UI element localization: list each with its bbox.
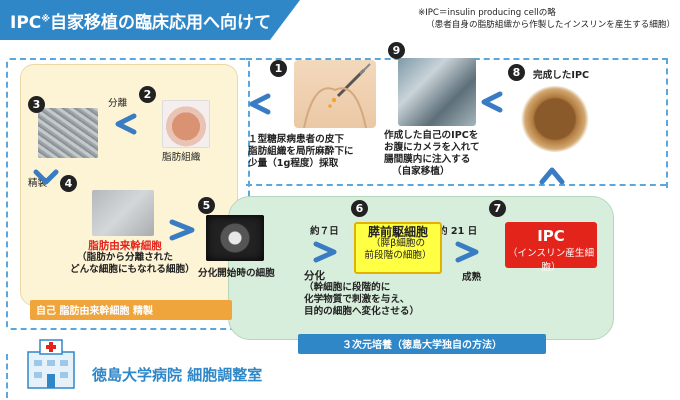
arrow-step8-to-9 <box>481 91 503 113</box>
differentiation-text: 分化 （幹細胞に段階的に化学物質で刺激を与え、目的の細胞へ変化させる） <box>304 270 420 317</box>
purify-label: 精製 <box>28 178 48 189</box>
step-2-number: 2 <box>139 86 156 103</box>
completed-ipc-image <box>520 86 590 152</box>
step-5-label: 分化開始時の細胞 <box>198 268 275 279</box>
arrow-step2-to-3 <box>115 113 137 135</box>
footnote-line-2: （患者自身の脂肪組織から作製したインスリンを産生する細胞） <box>426 20 676 30</box>
step-7-number: 7 <box>489 200 506 217</box>
step-5-number: 5 <box>198 197 215 214</box>
step-1-text: １型糖尿病患者の皮下脂肪組織を局所麻酔下に少量（1g程度）採取 <box>248 134 354 169</box>
separate-label: 分離 <box>108 98 128 109</box>
differentiation-start-image <box>206 215 264 261</box>
left-dashed-frame <box>6 58 250 330</box>
arrow-step3-to-4 <box>33 169 59 185</box>
title-banner <box>0 0 300 40</box>
step-8-number: 8 <box>508 64 525 81</box>
mature-label: 成熟 <box>462 272 482 283</box>
arrow-step4-to-5 <box>169 219 195 241</box>
culture-dashed-line <box>246 184 666 186</box>
hospital-name: 徳島大学病院 細胞調整室 <box>92 366 263 384</box>
step-1-number: 1 <box>270 60 287 77</box>
footer-dashed-line <box>6 354 8 398</box>
arrow-step6-to-7 <box>455 241 479 263</box>
transplant-surgery-image <box>398 58 476 126</box>
fat-tissue-label: 脂肪組織 <box>162 152 201 163</box>
step-9-text: 作成した自己のIPCをお腹にカメラを入れて腸間膜内に注入する（自家移植） <box>384 130 480 177</box>
arrow-step5-to-6 <box>313 241 337 263</box>
step-9-number: 9 <box>388 42 405 59</box>
step-6-number: 6 <box>351 200 368 217</box>
syringe-icon <box>303 63 371 129</box>
day21-label: 約 21 日 <box>438 226 478 237</box>
step-4-number: 4 <box>60 175 77 192</box>
patient-injection-image <box>294 60 376 129</box>
arrow-step1-to-2 <box>249 93 271 115</box>
step-4-text: 脂肪由来幹細胞 （脂肪から分離されたどんな細胞にもなれる細胞） <box>70 240 195 275</box>
fat-tissue-dish-image <box>162 100 210 148</box>
culture-bar: ３次元培養（徳島大学独自の方法） <box>298 334 546 354</box>
completed-ipc-label: 完成したIPC <box>533 70 590 81</box>
pancreatic-progenitor-box: 膵前駆細胞 （膵β細胞の 前段階の細胞） <box>354 222 442 274</box>
arrow-step7-to-8 <box>539 167 565 185</box>
ipc-box: IPC （インスリン産生細胞） <box>505 222 597 273</box>
purification-bar: 自己 脂肪由来幹細胞 精製 <box>30 300 232 320</box>
stem-cell-image <box>92 190 154 236</box>
separated-tissue-image <box>38 108 98 158</box>
page-title: IPC※自家移植の臨床応用へ向けて <box>10 13 272 33</box>
step-3-number: 3 <box>28 96 45 113</box>
footnote-line-1: ※IPC＝insulin producing cellの略 <box>418 8 556 18</box>
hospital-icon <box>27 339 75 389</box>
day7-label: 約７日 <box>310 226 339 237</box>
